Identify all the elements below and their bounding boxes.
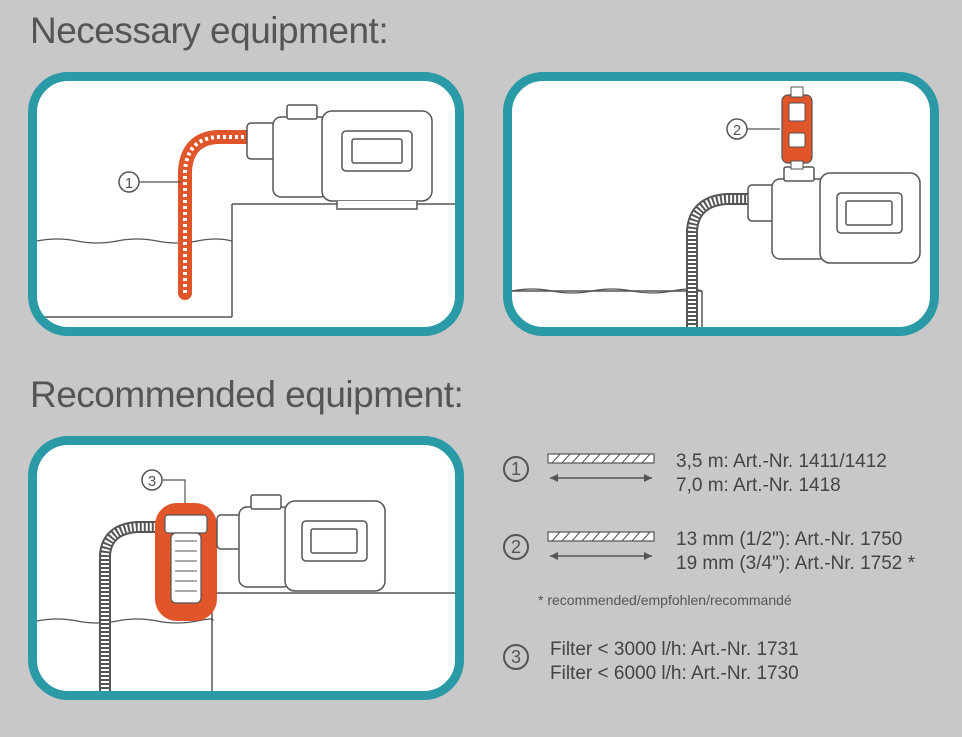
heading-recommended-equipment: Recommended equipment: [30,374,464,415]
callout-3-label: 3 [148,473,156,490]
connector-icon [781,86,813,170]
filter-illustration: 3 [37,469,455,691]
legend-3-line-2: Filter < 6000 l/h: Art.-Nr. 1730 [550,663,799,684]
recommended-note: * recommended/empfohlen/recommandé [538,592,792,608]
legend-number-1: 1 [503,456,529,482]
legend-2-line-2: 19 mm (3/4"): Art.-Nr. 1752 * [676,553,916,574]
callout-1-label: 1 [125,175,133,192]
legend-number-3: 3 [503,644,529,670]
panel-suction-hose: 1 [28,72,464,336]
legend-3-line-1: Filter < 3000 l/h: Art.-Nr. 1731 [550,639,799,660]
panel-filter: 3 [28,436,464,700]
heading-necessary-equipment: Necessary equipment: [30,10,389,51]
pump-icon [216,494,386,592]
pump-icon [747,166,921,264]
legend-1-line-1: 3,5 m: Art.-Nr. 1411/1412 [676,451,887,472]
filter-icon [155,503,217,621]
pump-icon [246,104,433,210]
hose-length-icon [547,453,655,482]
callout-2-label: 2 [733,122,741,139]
legend-number-2: 2 [503,534,529,560]
legend-1-line-2: 7,0 m: Art.-Nr. 1418 [676,475,841,496]
suction-hose-icon [178,130,254,300]
panel-connector: 2 [503,72,939,336]
hose-diameter-icon [547,531,655,560]
connector-illustration: 2 [512,86,921,327]
legend-2-line-1: 13 mm (1/2"): Art.-Nr. 1750 [676,529,903,550]
suction-hose-illustration: 1 [37,104,455,318]
